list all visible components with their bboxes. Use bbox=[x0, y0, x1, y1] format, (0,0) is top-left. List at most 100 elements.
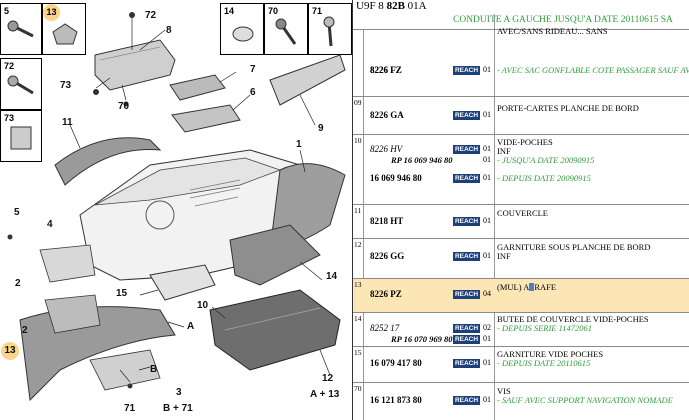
row-ref: 8226 GG bbox=[370, 251, 405, 261]
row-desc: GARNITURE SOUS PLANCHE DE BORD bbox=[497, 242, 651, 252]
thumb-part-14[interactable]: 14 bbox=[220, 3, 264, 55]
callout-9[interactable]: 9 bbox=[318, 123, 324, 134]
row-ref: 8226 FZ bbox=[370, 65, 402, 75]
table-row-partial[interactable]: AVEC/SANS RIDEAU... SANS 8226 FZ bbox=[353, 26, 689, 75]
callout-a-13[interactable]: A + 13 bbox=[310, 389, 340, 400]
part-b-trim bbox=[89, 349, 161, 391]
row-desc-part-b: RAFE bbox=[534, 282, 557, 292]
callout-2-upper[interactable]: 2 bbox=[15, 278, 21, 289]
callout-7[interactable]: 7 bbox=[250, 64, 256, 75]
table-row[interactable]: 09 8226 GA REACH 01 PORTE-CARTES PLANCHE… bbox=[353, 96, 689, 134]
table-row[interactable]: 14 8252 17 REACH 02 BUTEE DE COUVERCLE V… bbox=[353, 312, 689, 346]
leader-lines bbox=[69, 18, 331, 383]
row-qty: 01 bbox=[483, 216, 491, 225]
callout-b-71[interactable]: B + 71 bbox=[163, 403, 193, 414]
callout-12[interactable]: 12 bbox=[322, 373, 334, 384]
callout-8[interactable]: 8 bbox=[166, 25, 172, 36]
callout-a[interactable]: A bbox=[187, 321, 195, 332]
row-desc: VIS bbox=[497, 386, 511, 396]
reach-badge[interactable]: REACH bbox=[453, 359, 480, 368]
table-row[interactable]: 10 8226 HV REACH 01 VIDE-POCHES INF RP 1… bbox=[353, 134, 689, 204]
table-row[interactable]: 15 16 079 417 80 REACH 01 GARNITURE VIDE… bbox=[353, 346, 689, 382]
thumb-part-5[interactable]: 5 bbox=[0, 3, 42, 55]
table-row[interactable]: 8226 FZ REACH 01 - AVEC SAC GONFLABLE CO… bbox=[353, 58, 689, 96]
reach-badge[interactable]: REACH bbox=[453, 66, 480, 75]
header-code-suffix: 01A bbox=[407, 0, 427, 12]
header-code-bold: 82B bbox=[386, 0, 405, 12]
row-desc: COUVERCLE bbox=[497, 208, 548, 218]
row-num: 15 bbox=[354, 348, 362, 357]
part-2-bracket-b bbox=[44, 294, 101, 334]
part-10-glovebox bbox=[209, 289, 341, 371]
reach-badge[interactable]: REACH bbox=[453, 145, 480, 154]
callout-72[interactable]: 72 bbox=[145, 10, 157, 21]
part-6-tray bbox=[171, 104, 241, 133]
row-ref: 16 121 873 80 bbox=[370, 395, 422, 405]
row-ref: 8226 PZ bbox=[370, 289, 402, 299]
thumb-part-70[interactable]: 70 bbox=[264, 3, 308, 55]
screw-icon bbox=[7, 20, 34, 38]
callout-71[interactable]: 71 bbox=[124, 403, 136, 414]
table-row[interactable]: 11 8218 HT REACH 01 COUVERCLE bbox=[353, 204, 689, 238]
callout-2-lower[interactable]: 2 bbox=[22, 325, 28, 336]
column-divider bbox=[363, 29, 364, 420]
row-sub-desc: - DEPUIS DATE 20090915 bbox=[497, 173, 591, 183]
part-14-console bbox=[229, 224, 321, 286]
thumb-part-73[interactable]: 73 bbox=[0, 110, 42, 162]
callout-14[interactable]: 14 bbox=[326, 271, 338, 282]
callout-73[interactable]: 73 bbox=[60, 80, 72, 91]
row-desc-line2: INF bbox=[497, 146, 511, 156]
row-num: 14 bbox=[354, 314, 362, 323]
text-cursor-icon bbox=[529, 283, 535, 291]
screw-icon bbox=[7, 75, 34, 95]
row-ref: 8226 FZ bbox=[370, 65, 402, 75]
callout-5[interactable]: 5 bbox=[14, 207, 20, 218]
part-2-bracket-a bbox=[39, 244, 96, 283]
row-num: 10 bbox=[354, 136, 362, 145]
reach-badge[interactable]: REACH bbox=[453, 290, 480, 299]
callout-6[interactable]: 6 bbox=[250, 87, 256, 98]
thumb-label: 70 bbox=[268, 6, 279, 16]
parts-list: U9F 8 82B 01A CONDUITE A GAUCHE JUSQU'A … bbox=[352, 0, 689, 420]
exploded-diagram[interactable]: 5 13 72 73 14 70 71 72 8 73 70 7 11 6 9 … bbox=[0, 0, 352, 420]
row-desc: GARNITURE VIDE POCHES bbox=[497, 349, 604, 359]
thumb-label: 13 bbox=[43, 4, 60, 21]
column-divider bbox=[494, 14, 495, 420]
row-qty: 01 bbox=[483, 395, 491, 404]
callout-1[interactable]: 1 bbox=[296, 139, 302, 150]
callout-11[interactable]: 11 bbox=[62, 117, 73, 128]
reach-badge[interactable]: REACH bbox=[453, 396, 480, 405]
callout-3[interactable]: 3 bbox=[176, 387, 182, 398]
callout-15[interactable]: 15 bbox=[116, 288, 128, 299]
reach-badge[interactable]: REACH bbox=[453, 335, 480, 344]
clip-icon bbox=[52, 23, 78, 45]
callout-13[interactable]: 13 bbox=[1, 342, 19, 360]
callout-70[interactable]: 70 bbox=[118, 101, 130, 112]
callout-10[interactable]: 10 bbox=[197, 300, 209, 311]
row-desc-green: - DEPUIS DATE 20110615 bbox=[497, 358, 591, 368]
thumb-part-71[interactable]: 71 bbox=[308, 3, 352, 55]
row-ref: 8226 HV bbox=[370, 144, 403, 154]
row-qty: 01 bbox=[483, 358, 491, 367]
reach-badge[interactable]: REACH bbox=[453, 217, 480, 226]
row-sub-qty: 01 bbox=[483, 173, 491, 182]
reach-badge[interactable]: REACH bbox=[453, 174, 480, 183]
callout-4[interactable]: 4 bbox=[47, 219, 53, 230]
reach-badge[interactable]: REACH bbox=[453, 324, 480, 333]
thumb-label: 5 bbox=[4, 6, 10, 16]
thumb-label: 14 bbox=[224, 6, 235, 16]
part-15-mat bbox=[149, 264, 216, 301]
row-desc: VIDE-POCHES bbox=[497, 137, 553, 147]
part-8-box bbox=[94, 39, 176, 91]
thumb-part-72[interactable]: 72 bbox=[0, 58, 42, 110]
table-row[interactable]: 70 16 121 873 80 REACH 01 VIS - SAUF AVE… bbox=[353, 382, 689, 420]
callout-b[interactable]: B bbox=[150, 364, 158, 375]
table-row[interactable]: 12 8226 GG REACH 01 GARNITURE SOUS PLANC… bbox=[353, 238, 689, 278]
thumb-label: 71 bbox=[312, 6, 323, 16]
reach-badge[interactable]: REACH bbox=[453, 252, 480, 261]
row-ref: 16 079 417 80 bbox=[370, 358, 422, 368]
reach-badge[interactable]: REACH bbox=[453, 111, 480, 120]
thumb-part-13[interactable]: 13 bbox=[42, 3, 86, 55]
